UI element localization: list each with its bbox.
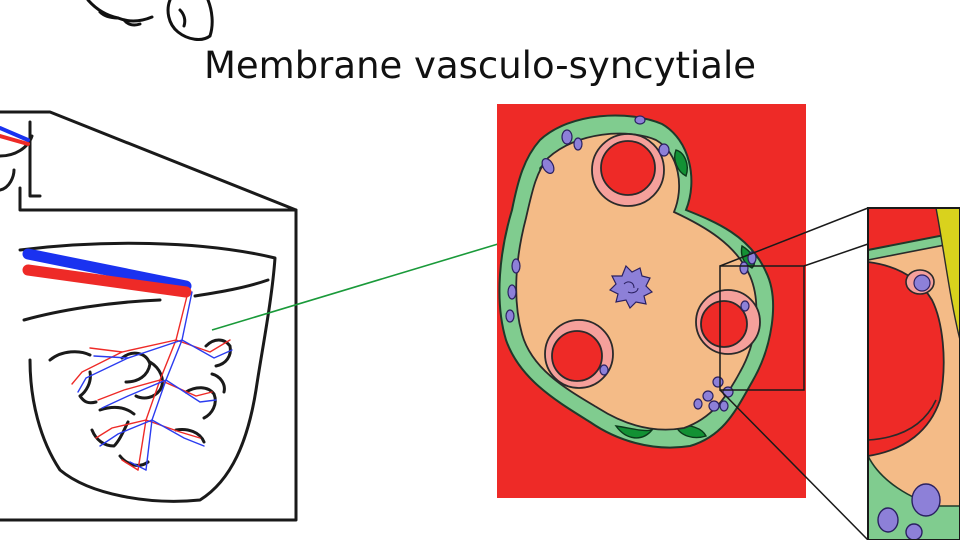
villus-cross-section — [497, 104, 806, 498]
fetal-capillary-3 — [695, 289, 761, 355]
fetal-capillary-2 — [544, 319, 614, 389]
stromal-cell-nucleus — [608, 264, 654, 310]
zoom-projection-lines — [719, 207, 869, 540]
cord-vessels-top — [0, 126, 30, 146]
placenta-block-diagram — [0, 110, 298, 522]
umbilical-vessels — [22, 248, 192, 298]
villous-tree — [71, 291, 233, 471]
fetal-capillary-1 — [591, 133, 670, 207]
top-sketch-icon — [86, 0, 214, 41]
zoom-connector-line — [211, 243, 499, 331]
slide-title: Membrane vasculo-syncytiale — [203, 44, 757, 87]
syncytial-nuclei — [505, 115, 757, 412]
magnified-detail-panel — [867, 207, 960, 540]
zoom-box — [719, 265, 805, 391]
